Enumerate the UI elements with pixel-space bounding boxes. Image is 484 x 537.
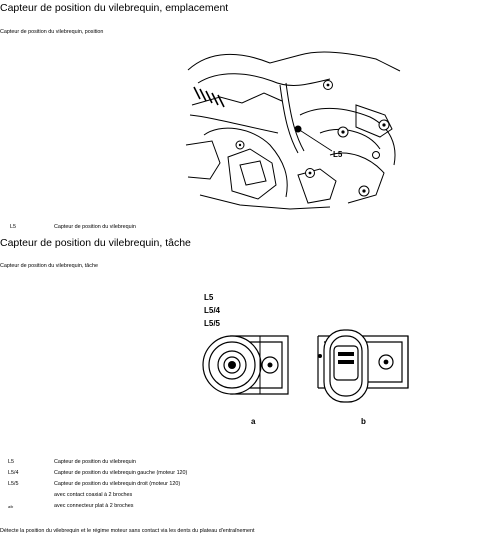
- section2-legend-text: Capteur de position du vilebrequin droit…: [54, 481, 181, 487]
- figure2-code-l5: L5: [204, 293, 214, 302]
- section2-legend-code: L5: [8, 459, 14, 465]
- figure2-label-a: a: [251, 417, 256, 426]
- section2-caption: Capteur de position du vilebrequin, tâch…: [0, 263, 98, 269]
- section2-legend-text: Capteur de position du vilebrequin: [54, 459, 136, 465]
- figure2-code-l5-5: L5/5: [204, 319, 221, 328]
- figure1-callout-label: L5: [333, 150, 343, 159]
- section1-caption: Capteur de position du vilebrequin, posi…: [0, 29, 104, 35]
- section2-legend-code: a/b: [8, 505, 14, 509]
- section2-legend-code: L5/4: [8, 470, 19, 476]
- section1-legend-code: L5: [10, 224, 16, 230]
- section2-legend-code: L5/5: [8, 481, 19, 487]
- figure2-code-l5-4: L5/4: [204, 306, 221, 315]
- section2-heading: Capteur de position du vilebrequin, tâch…: [0, 237, 191, 249]
- section2-legend-text: avec connecteur plat à 2 broches: [54, 503, 134, 509]
- figure2-label-b: b: [361, 417, 366, 426]
- section1-legend-text: Capteur de position du vilebrequin: [54, 224, 136, 230]
- sensor-variant-b-drawing: [317, 329, 409, 403]
- section2-legend-text: avec contact coaxial à 2 broches: [54, 492, 133, 498]
- sensor-variant-a-drawing: [202, 335, 289, 395]
- engine-sensor-location-drawing: [180, 45, 405, 215]
- section1-heading: Capteur de position du vilebrequin, empl…: [0, 2, 229, 14]
- section2-legend-text: Capteur de position du vilebrequin gauch…: [54, 470, 188, 476]
- section2-footer: Détecte la position du vilebrequin et le…: [0, 528, 255, 534]
